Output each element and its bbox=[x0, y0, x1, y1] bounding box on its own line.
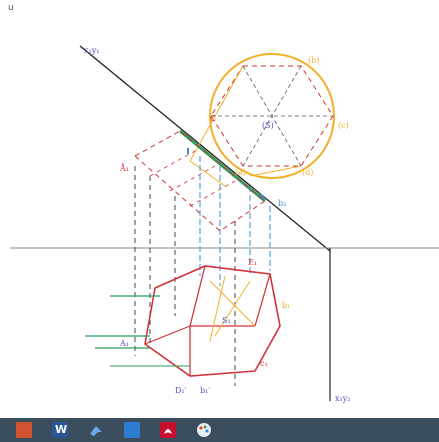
label-s1: S₁ bbox=[222, 316, 231, 325]
label-side-c: C bbox=[210, 114, 217, 123]
label-e1: E₁ bbox=[248, 258, 258, 267]
app-icon-2[interactable] bbox=[124, 422, 140, 438]
label-a1: A₁ bbox=[120, 339, 129, 348]
yellow-inner-2 bbox=[209, 275, 226, 342]
label-c: (c) bbox=[338, 121, 349, 130]
green-edge bbox=[179, 129, 266, 203]
circle-outline bbox=[209, 53, 335, 179]
drawing-canvas[interactable]: x₁y₁ x₁y₂ Å₁ b₂ C (S) (b) (c) (a) (d) E₁… bbox=[10, 26, 439, 418]
dash-b bbox=[169, 165, 216, 192]
taskbar bbox=[0, 418, 439, 442]
label-c1: c₁ bbox=[260, 359, 268, 368]
label-p-left: Å₁ bbox=[120, 164, 129, 173]
word-icon[interactable] bbox=[52, 422, 68, 438]
label-b: (b) bbox=[308, 56, 320, 65]
powerpoint-icon[interactable] bbox=[16, 422, 32, 438]
label-d1: D₁′ bbox=[175, 386, 187, 395]
title-strip: u bbox=[0, 0, 439, 20]
corner-mark: u bbox=[8, 3, 14, 13]
label-a: (a) bbox=[235, 168, 247, 177]
label-b2: b₂ bbox=[278, 199, 287, 208]
label-xy-top: x₁y₁ bbox=[84, 46, 100, 55]
label-s: (S) bbox=[262, 121, 274, 130]
prism-dashed bbox=[134, 130, 266, 232]
yellow-line-3 bbox=[189, 160, 226, 187]
label-xy-bottom: x₁y₂ bbox=[335, 394, 351, 403]
app-icon[interactable] bbox=[88, 422, 104, 438]
prism-edge-3 bbox=[254, 273, 271, 327]
paint-icon[interactable] bbox=[196, 422, 212, 438]
acrobat-icon[interactable] bbox=[160, 422, 176, 438]
label-b1-right: b₁ bbox=[282, 301, 291, 310]
prism-edge-1 bbox=[189, 265, 206, 327]
diag-2 bbox=[242, 65, 302, 167]
reference-line bbox=[79, 45, 331, 252]
dash-a bbox=[149, 150, 196, 177]
label-bot-b1: b₁′ bbox=[200, 386, 211, 395]
yellow-inner-1 bbox=[209, 280, 256, 327]
dash-c bbox=[189, 180, 236, 207]
marker-2 bbox=[259, 193, 266, 200]
label-d: (d) bbox=[302, 168, 314, 177]
prism-lower bbox=[144, 265, 281, 377]
drawing-svg bbox=[10, 45, 439, 401]
prism-edge-4 bbox=[144, 325, 191, 345]
yellow-line-2 bbox=[249, 165, 302, 177]
yellow-inner-3 bbox=[214, 280, 251, 337]
